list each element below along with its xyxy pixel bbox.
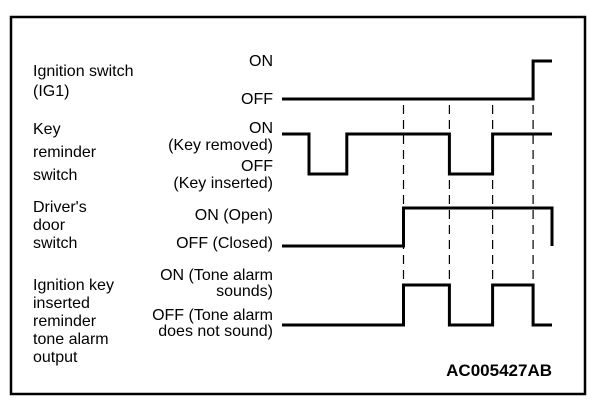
off-level-label-2: OFF(Key inserted) <box>173 158 273 192</box>
waveform-signal-1 <box>282 59 552 101</box>
waveform-signal-3 <box>282 206 554 248</box>
off-level-label-3: OFF (Closed) <box>176 235 273 252</box>
on-level-label-3: ON (Open) <box>195 207 273 224</box>
on-level-label-2: ON(Key removed) <box>168 120 273 154</box>
signal-name-1: Ignition switch(IG1) <box>33 63 134 100</box>
on-level-label-1: ON <box>249 53 273 70</box>
off-level-label-1: OFF <box>241 91 273 108</box>
diagram-border <box>9 15 587 396</box>
waveform-signal-4 <box>282 283 552 327</box>
waveform-signal-2 <box>282 132 552 176</box>
timing-markers <box>402 105 534 330</box>
signal-waveforms <box>282 59 554 327</box>
figure-code: AC005427AB <box>446 361 552 380</box>
